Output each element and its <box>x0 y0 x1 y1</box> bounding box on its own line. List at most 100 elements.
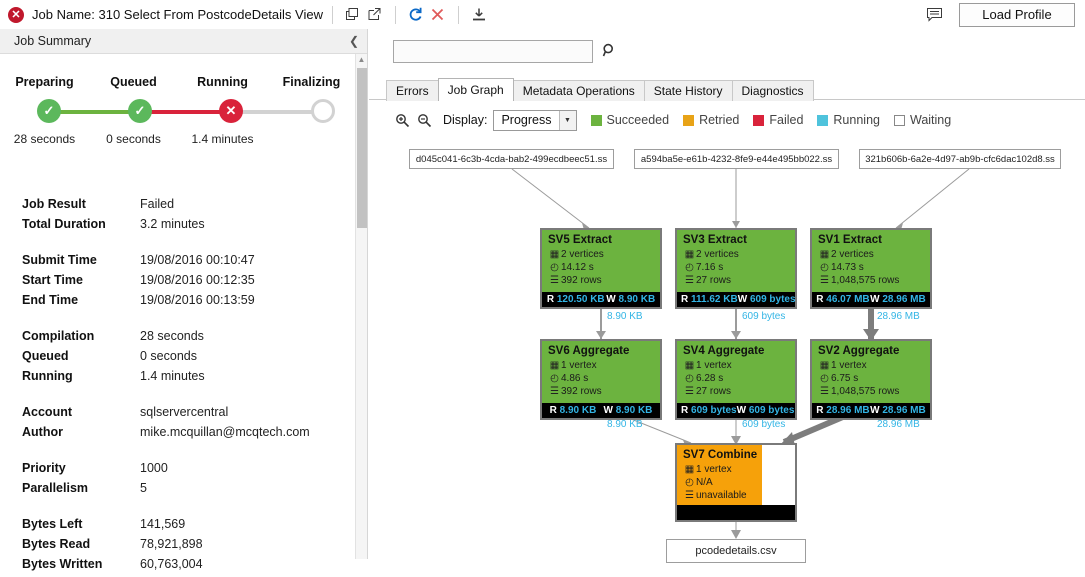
graph-node-sv4-aggregate[interactable]: SV4 Aggregate ▦1 vertex ◴6.28 s ☰27 rows… <box>675 339 797 420</box>
tracker-line: ✓ ✓ ✕ <box>0 97 356 125</box>
rows-icon: ☰ <box>685 275 694 286</box>
node-time: 6.28 s <box>696 373 724 384</box>
detail-gap-4 <box>22 445 342 461</box>
detail-row-compilation: Compilation 28 seconds <box>22 329 342 349</box>
stage-dot-queued: ✓ <box>128 99 152 123</box>
node-title: SV5 Extract <box>548 234 612 246</box>
rows-icon: ☰ <box>685 490 694 501</box>
tab-errors[interactable]: Errors <box>386 80 439 101</box>
tab-metadata-operations[interactable]: Metadata Operations <box>512 80 645 101</box>
stage-time-queued: 0 seconds <box>106 132 161 146</box>
cancel-icon[interactable] <box>427 4 449 26</box>
zoom-in-icon[interactable] <box>391 109 413 131</box>
graph-node-sv6-aggregate[interactable]: SV6 Aggregate ▦1 vertex ◴4.86 s ☰392 row… <box>540 339 662 420</box>
display-select[interactable]: Progress ▼ <box>493 109 577 131</box>
legend-label-retried: Retried <box>699 113 740 127</box>
node-rows: unavailable <box>696 490 747 501</box>
stage-dot-finalizing <box>311 99 335 123</box>
node-rows: 27 rows <box>696 275 732 286</box>
detail-value: 60,763,004 <box>140 557 203 571</box>
toolbar-divider-1 <box>331 5 333 24</box>
clock-icon: ◴ <box>685 373 694 384</box>
chevron-down-icon[interactable]: ▼ <box>558 110 576 130</box>
detail-row-submit-time: Submit Time 19/08/2016 00:10:47 <box>22 253 342 273</box>
vertices-icon: ▦ <box>819 360 830 371</box>
tracker-segment-2 <box>140 110 235 114</box>
duplicate-icon[interactable] <box>342 4 364 26</box>
chevron-left-icon[interactable]: ❮ <box>348 34 359 48</box>
graph-node-sv5-extract[interactable]: SV5 Extract ▦2 vertices ◴14.12 s ☰392 ro… <box>540 228 662 309</box>
load-profile-button[interactable]: Load Profile <box>959 2 1075 27</box>
node-vertices: 2 vertices <box>561 249 604 260</box>
node-time: 6.75 s <box>831 373 859 384</box>
node-io-footer: R 609 bytes W 609 bytes <box>677 403 795 418</box>
node-io-footer: R 28.96 MB W 28.96 MB <box>812 403 930 418</box>
detail-key: Job Result <box>22 197 86 211</box>
graph-canvas[interactable]: d045c041-6c3b-4cda-bab2-499ecdbeec51.ss … <box>369 133 1085 563</box>
legend-swatch-running <box>817 114 829 126</box>
read-prefix: R <box>546 294 555 305</box>
legend-label-succeeded: Succeeded <box>606 113 670 127</box>
detail-row-bytes-left: Bytes Left 141,569 <box>22 517 342 537</box>
read-prefix: R <box>816 405 824 416</box>
download-icon[interactable] <box>468 4 490 26</box>
tab-state-history[interactable]: State History <box>643 80 733 101</box>
graph-node-sv1-extract[interactable]: SV1 Extract ▦2 vertices ◴14.73 s ☰1,048,… <box>810 228 932 309</box>
node-write: 609 bytes <box>748 405 795 416</box>
graph-node-sv2-aggregate[interactable]: SV2 Aggregate ▦1 vertex ◴6.75 s ☰1,048,5… <box>810 339 932 420</box>
summary-scrollbar[interactable]: ▲ <box>355 54 367 559</box>
search-icon[interactable] <box>602 43 617 61</box>
graph-node-sv3-extract[interactable]: SV3 Extract ▦2 vertices ◴7.16 s ☰27 rows… <box>675 228 797 309</box>
node-rows: 1,048,575 rows <box>831 386 900 397</box>
source-file-node[interactable]: 321b606b-6a2e-4d97-ab9b-cfc6dac102d8.ss <box>859 149 1061 169</box>
legend-item-succeeded: Succeeded <box>590 113 670 127</box>
legend-label-failed: Failed <box>769 113 804 127</box>
clock-icon: ◴ <box>550 262 559 273</box>
source-file-node[interactable]: d045c041-6c3b-4cda-bab2-499ecdbeec51.ss <box>409 149 614 169</box>
search-input[interactable] <box>393 40 593 63</box>
detail-value: 19/08/2016 00:12:35 <box>140 273 255 287</box>
detail-value: 141,569 <box>140 517 186 531</box>
toolbar-divider-2 <box>394 5 396 24</box>
comment-icon[interactable] <box>923 4 945 26</box>
node-body: SV4 Aggregate ▦1 vertex ◴6.28 s ☰27 rows <box>677 341 795 403</box>
node-read: 28.96 MB <box>826 405 870 416</box>
legend-swatch-waiting <box>893 114 905 126</box>
detail-row-bytes-written: Bytes Written 60,763,004 <box>22 557 342 577</box>
detail-row-queued: Queued 0 seconds <box>22 349 342 369</box>
open-external-icon[interactable] <box>364 4 386 26</box>
node-vertices: 1 vertex <box>831 360 867 371</box>
graph-node-sv7-combine[interactable]: SV7 Combine ▦1 vertex ◴N/A ☰unavailable <box>675 443 797 522</box>
node-vertices: 2 vertices <box>831 249 874 260</box>
node-write: 28.96 MB <box>882 405 926 416</box>
detail-row-start-time: Start Time 19/08/2016 00:12:35 <box>22 273 342 293</box>
search-row <box>393 40 617 63</box>
scroll-up-icon[interactable]: ▲ <box>357 55 366 64</box>
scrollbar-thumb[interactable] <box>357 68 367 228</box>
title-bar: ✕ Job Name: 310 Select From PostcodeDeta… <box>0 0 1085 29</box>
node-write: 8.90 KB <box>615 405 653 416</box>
stage-label-running: Running <box>197 75 248 89</box>
graph-edges <box>511 168 970 539</box>
vertices-icon: ▦ <box>549 360 560 371</box>
node-io-footer: R 120.50 KB W 8.90 KB <box>542 292 660 307</box>
tab-diagnostics[interactable]: Diagnostics <box>731 80 814 101</box>
detail-row-end-time: End Time 19/08/2016 00:13:59 <box>22 293 342 313</box>
zoom-out-icon[interactable] <box>413 109 435 131</box>
detail-key: Account <box>22 405 72 419</box>
tab-job-graph[interactable]: Job Graph <box>437 78 514 101</box>
error-circle-icon: ✕ <box>8 6 24 23</box>
source-file-node[interactable]: a594ba5e-e61b-4232-8fe9-e44e495bb022.ss <box>634 149 839 169</box>
output-file-node[interactable]: pcodedetails.csv <box>666 539 806 563</box>
clock-icon: ◴ <box>550 373 559 384</box>
legend-swatch-failed <box>753 114 765 126</box>
toolbar-divider-3 <box>457 5 459 24</box>
job-summary-title: Job Summary <box>14 34 92 48</box>
node-read: 8.90 KB <box>559 405 597 416</box>
clock-icon: ◴ <box>685 477 694 488</box>
refresh-icon[interactable] <box>405 4 427 26</box>
node-text: SV7 Combine ▦1 vertex ◴N/A ☰unavailable <box>677 445 795 506</box>
detail-row-account: Account sqlservercentral <box>22 405 342 425</box>
legend-label-running: Running <box>833 113 880 127</box>
node-write: 28.96 MB <box>882 294 926 305</box>
